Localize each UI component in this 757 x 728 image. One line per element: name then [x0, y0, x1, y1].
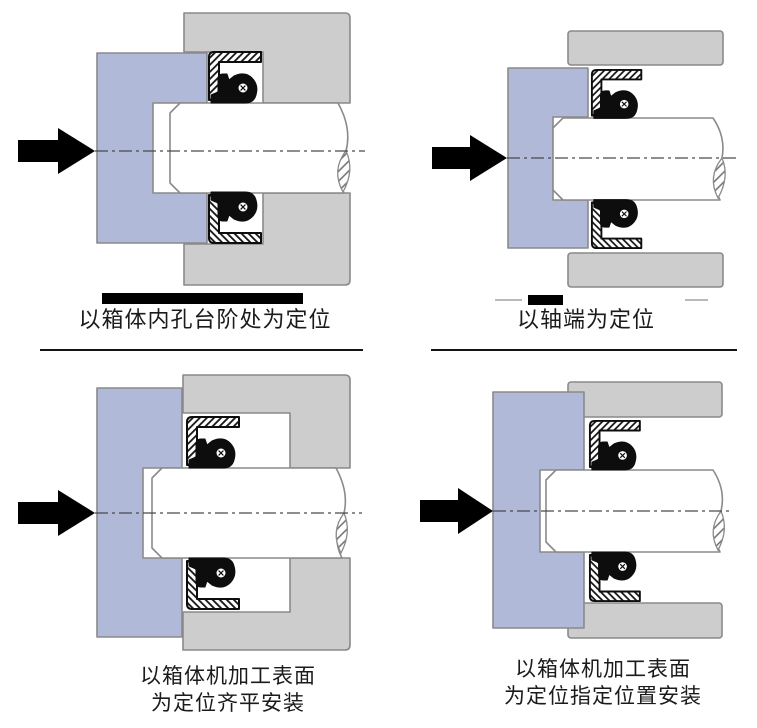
housing-section-upper — [182, 374, 351, 469]
panel-caption: 以箱体内孔台阶处为定位 — [35, 305, 375, 334]
caption-line: 以箱体内孔台阶处为定位 — [78, 307, 332, 332]
press-direction-arrow — [18, 490, 95, 536]
housing-section-lower — [567, 252, 724, 288]
diagram-housing-bore-step-locating — [18, 12, 365, 286]
housing-section-upper — [567, 381, 723, 418]
shaft-break-hatch — [712, 156, 726, 200]
housing-section-lower — [567, 602, 723, 639]
oil-seal-bottom — [590, 198, 643, 250]
caption-line: 以轴端为定位 — [516, 307, 655, 332]
oil-seal-top — [186, 416, 240, 469]
panel-caption: 以箱体机加工表面 为定位齐平安装 — [48, 663, 408, 717]
locating-surface-bar — [528, 295, 563, 305]
housing-section-upper — [567, 30, 724, 66]
shaft-section — [552, 117, 724, 201]
press-tool-section — [492, 391, 585, 629]
oil-seal-top — [588, 419, 641, 471]
caption-line: 以箱体机加工表面 — [140, 664, 316, 688]
divider-line — [431, 349, 737, 351]
panel-caption: 以箱体机加工表面 为定位指定位置安装 — [428, 656, 757, 710]
oil-seal-bottom — [588, 551, 641, 603]
oil-seal-top — [208, 51, 262, 104]
caption-line: 为定位指定位置安装 — [504, 684, 702, 708]
diagram-shaft-end-locating — [432, 30, 737, 288]
oil-seal-bottom — [186, 557, 240, 610]
oil-seal-top — [590, 68, 643, 120]
faint-mark — [685, 299, 708, 301]
housing-section-upper — [183, 12, 351, 104]
shaft-break-hatch — [335, 511, 348, 555]
press-tool-section — [96, 387, 183, 638]
diagram-flush-with-machined-face — [18, 374, 362, 651]
oil-seal-bottom — [208, 191, 262, 244]
press-direction-arrow — [420, 488, 493, 534]
press-tool-section — [96, 52, 208, 244]
faint-mark — [495, 299, 522, 301]
shaft-section — [169, 102, 349, 194]
caption-line: 为定位齐平安装 — [151, 691, 305, 715]
caption-line: 以箱体机加工表面 — [515, 657, 691, 681]
diagram-specified-position-from-machined-face — [420, 381, 733, 639]
divider-line — [40, 349, 363, 351]
locating-surface-bar — [102, 293, 303, 304]
shaft-break-hatch — [712, 509, 725, 552]
press-direction-arrow — [432, 135, 507, 181]
panel-caption: 以轴端为定位 — [430, 305, 742, 334]
press-direction-arrow — [18, 128, 95, 174]
shaft-break-hatch — [337, 149, 351, 194]
